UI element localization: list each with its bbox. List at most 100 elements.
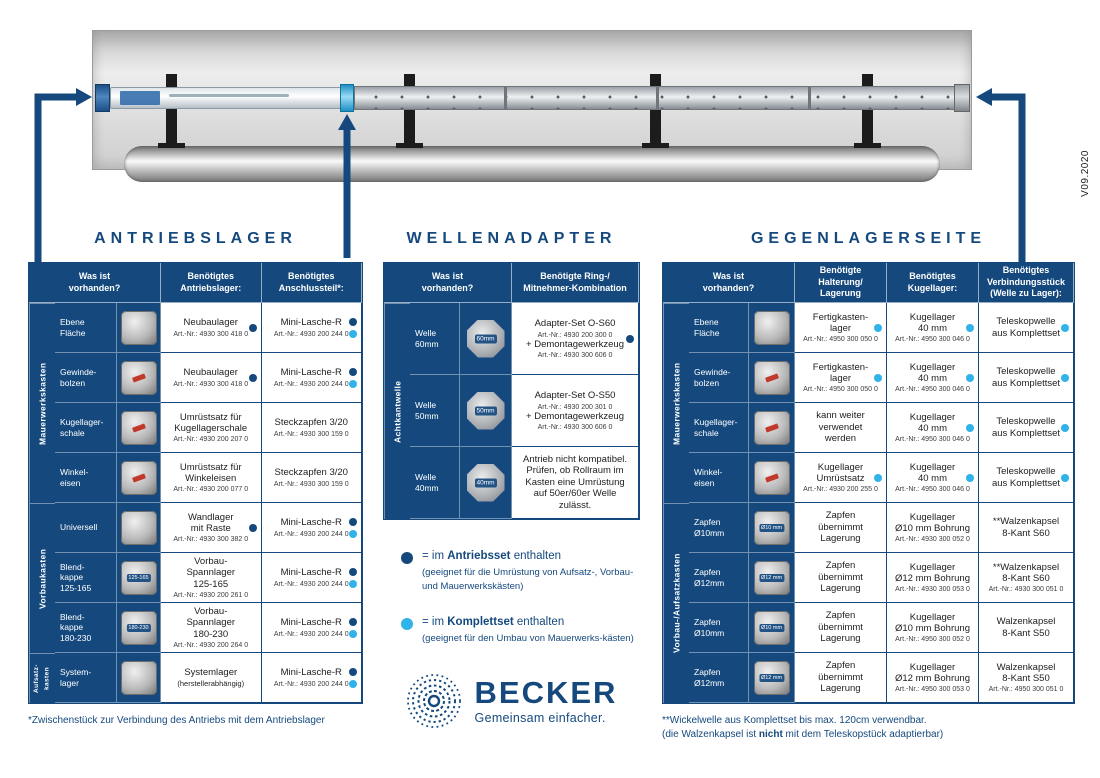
article-number: Art.-Nr.: 4930 200 244 0 [273, 380, 349, 388]
item-label: Welle 60mm [410, 303, 460, 375]
support-bracket [854, 74, 881, 148]
product-cell: Teleskopwelle aus Komplettset [979, 453, 1074, 503]
product-name: Vorbau- Spannlager 125-165 [186, 555, 236, 590]
pin-10mm-photo-icon: Ø10 mm [749, 603, 795, 653]
universal-bearing-photo-icon [117, 503, 161, 553]
set-dots [966, 423, 974, 432]
product-name: **Walzenkapsel 8-Kant S60 [992, 516, 1060, 539]
article-number: Art.-Nr.: 4930 200 264 0 [173, 642, 249, 650]
item-label: Zapfen Ø10mm [689, 603, 749, 653]
angle-iron-photo-icon [117, 453, 161, 503]
product-name: Kugellager Ø12 mm Bohrung [895, 661, 970, 684]
pin-12mm-photo-icon: Ø12 mm [749, 653, 795, 703]
article-number: Art.-Nr.: 4950 300 050 0 [803, 386, 878, 394]
komplettset-dot-icon [349, 579, 357, 588]
size-chip: Ø10 mm [758, 623, 785, 632]
product-cell: Teleskopwelle aus Komplettset [979, 353, 1074, 403]
product-name: kann weiter verwendet werden [816, 410, 865, 445]
article-number: Art.-Nr.: 4930 200 077 0 [173, 486, 249, 494]
item-label: System- lager [55, 653, 117, 703]
item-label: Welle 40mm [410, 447, 460, 519]
product-name: Teleskopwelle aus Komplettset [991, 366, 1061, 389]
flat-surface-photo-icon [117, 303, 161, 353]
product-name: Mini-Lasche-R [280, 617, 342, 629]
komplettset-dot-icon [966, 373, 974, 382]
wellenadapter-title: WELLENADAPTER [406, 229, 617, 247]
brand-tagline: Gemeinsam einfacher. [474, 711, 606, 726]
size-chip: Ø12 mm [758, 673, 785, 682]
roller-tube [124, 146, 940, 182]
article-number: Art.-Nr.: 4930 200 244 0 [273, 630, 349, 638]
support-bracket [158, 74, 185, 148]
product-name: Mini-Lasche-R [280, 567, 342, 579]
gegenlagerseite-table: Was ist vorhanden? Benötigte Halterung/ … [662, 262, 1075, 704]
article-number: Art.-Nr.: 4930 300 051 0 [988, 586, 1064, 594]
octagonal-shaft-60-icon: 60mm [460, 303, 512, 375]
product-name: Vorbau- Spannlager 180-230 [186, 605, 236, 640]
item-label: Blend- kappe 125-165 [55, 553, 117, 603]
set-dots [248, 323, 257, 332]
article-number: Art.-Nr.: 4950 300 050 0 [803, 336, 878, 344]
size-chip: 50mm [474, 406, 497, 415]
antriebsset-dot-icon [349, 367, 357, 376]
product-name: Steckzapfen 3/20 [274, 417, 348, 429]
drive-bearing-end [95, 84, 110, 112]
antriebsset-dot-icon [349, 317, 357, 326]
set-dots [248, 373, 257, 382]
antriebsset-dot-icon [626, 334, 634, 343]
gegenlagerseite-title: GEGENLAGERSEITE [750, 229, 987, 247]
article-number: Art.-Nr.: 4930 300 052 0 [895, 536, 970, 544]
product-name: Neubaulager [183, 317, 238, 329]
komplettset-dot-icon [349, 379, 357, 388]
product-cell: Zapfen übernimmt Lagerung [795, 553, 887, 603]
article-number: Art.-Nr.: 4950 300 051 0 [988, 686, 1064, 694]
article-number: Art.-Nr.: 4930 200 207 0 [173, 436, 249, 444]
article-number: Art.-Nr.: 4930 200 244 0 [273, 530, 349, 538]
product-name: Walzenkapsel 8-Kant S50 [996, 616, 1056, 639]
article-number: Art.-Nr.: 4930 300 159 0 [273, 430, 349, 438]
support-bracket [396, 74, 423, 148]
item-label: Winkel- eisen [55, 453, 117, 503]
gegenlagerseite-footnote: **Wickelwelle aus Komplettset bis max. 1… [662, 715, 944, 740]
threaded-bolt-photo-icon [749, 353, 795, 403]
set-dots [966, 373, 974, 382]
red-highlight [131, 372, 146, 383]
antriebslager-table: Was ist vorhanden? Benötigtes Antriebsla… [28, 262, 363, 704]
antriebslager-footnote: *Zwischenstück zur Verbindung des Antrie… [28, 715, 325, 726]
octagonal-shaft-40-icon: 40mm [460, 447, 512, 519]
article-number: Art.-Nr.: 4930 300 053 0 [895, 586, 970, 594]
red-highlight [764, 422, 779, 433]
set-dots [966, 323, 974, 332]
item-label: Gewinde- bolzen [689, 353, 749, 403]
red-highlight [131, 472, 146, 483]
group-label: Vorbau-/Aufsatzkasten [663, 503, 689, 703]
antriebsset-dot-icon [349, 617, 357, 626]
komplettset-dot-icon [1061, 423, 1069, 432]
komplettset-dot-icon [349, 629, 357, 638]
set-dots [349, 367, 357, 388]
threaded-bolt-photo-icon [117, 353, 161, 403]
item-label: Gewinde- bolzen [55, 353, 117, 403]
komplettset-dot-icon [966, 323, 974, 332]
group-label: Aufsatz- kasten [29, 653, 55, 703]
item-label: Welle 50mm [410, 375, 460, 447]
red-highlight [764, 372, 779, 383]
item-label: Kugellager- schale [55, 403, 117, 453]
item-label: Winkel- eisen [689, 453, 749, 503]
counter-bearing-end [954, 84, 970, 112]
set-dots [874, 373, 882, 382]
